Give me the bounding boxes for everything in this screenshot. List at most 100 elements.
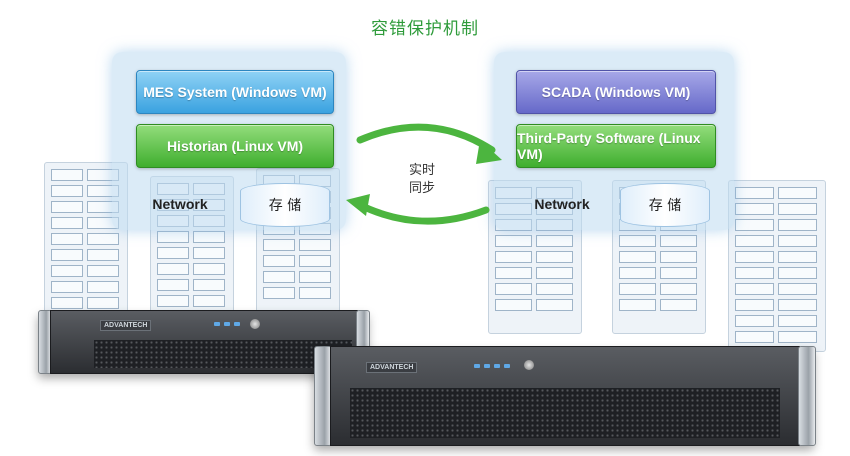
rack-drive-bay: [495, 235, 532, 247]
rack-drive-bay: [778, 267, 817, 279]
rack-drive-bay: [735, 331, 774, 343]
rack-drive-bay: [263, 239, 295, 251]
rack-drive-bay: [778, 187, 817, 199]
rack-drive-bay: [619, 251, 656, 263]
rack-drive-bay: [660, 267, 697, 279]
rack-drive-bay: [660, 283, 697, 295]
rack-drive-bay: [735, 219, 774, 231]
rack-drive-bay: [299, 239, 331, 251]
rack-drive-bay: [193, 279, 225, 291]
right-storage-cylinder: 存 储: [620, 183, 710, 227]
rack-drive-bay: [778, 299, 817, 311]
rack-drive-bay: [87, 281, 119, 293]
rack-drive-bay: [87, 249, 119, 261]
rack-drive-bay: [619, 267, 656, 279]
rack-drive-bay: [536, 267, 573, 279]
rack-drive-bay: [299, 287, 331, 299]
server-right-led-1: [474, 364, 480, 368]
rack-drive-bay: [263, 271, 295, 283]
right-storage-label: 存 储: [648, 198, 682, 214]
rack-drive-bay: [193, 295, 225, 307]
sync-arrow-bottom: [354, 200, 490, 225]
server-left-led-2: [224, 322, 230, 326]
rack-drive-bay: [51, 265, 83, 277]
rack-drive-bay: [660, 235, 697, 247]
right-vm-scada: SCADA (Windows VM): [516, 70, 716, 114]
server-right-brand: ADVANTECH: [366, 362, 418, 373]
rack-drive-bay: [157, 231, 189, 243]
rack-right-3: [728, 180, 826, 352]
rack-drive-bay: [495, 283, 532, 295]
rack-drive-bay: [660, 251, 697, 263]
rack-drive-bay: [495, 299, 532, 311]
rack-drive-bay: [778, 283, 817, 295]
rack-drive-bay: [619, 235, 656, 247]
rack-drive-bay: [87, 233, 119, 245]
rack-drive-bay: [778, 331, 817, 343]
rack-drive-bay: [619, 299, 656, 311]
sync-label-line1: 实时: [408, 163, 435, 178]
rack-drive-bay: [735, 235, 774, 247]
right-vm-thirdparty-label: Third-Party Software (Linux VM): [517, 130, 701, 162]
server-right-led-2: [484, 364, 490, 368]
rack-drive-bay: [51, 201, 83, 213]
rack-drive-bay: [51, 185, 83, 197]
server-left-led-1: [214, 322, 220, 326]
rack-drive-bay: [263, 255, 295, 267]
rack-drive-bay: [157, 247, 189, 259]
right-vm-scada-label: SCADA (Windows VM): [541, 84, 691, 100]
sync-arrow-top: [356, 123, 496, 154]
server-right-handle-right: [798, 346, 816, 446]
rack-drive-bay: [193, 263, 225, 275]
rack-drive-bay: [778, 251, 817, 263]
rack-drive-bay: [157, 279, 189, 291]
rack-drive-bay: [87, 265, 119, 277]
rack-drive-bay: [51, 297, 83, 309]
rack-drive-bay: [536, 251, 573, 263]
rack-drive-bay: [735, 203, 774, 215]
rack-drive-bay: [536, 235, 573, 247]
left-vm-mes-label: MES System (Windows VM): [143, 84, 327, 100]
server-left-led-3: [234, 322, 240, 326]
left-storage-cylinder: 存 储: [240, 183, 330, 227]
rack-drive-bay: [735, 251, 774, 263]
sync-arrow-bottom-head: [346, 194, 370, 216]
rack-drive-bay: [51, 281, 83, 293]
rack-drive-bay: [536, 283, 573, 295]
rack-drive-bay: [735, 187, 774, 199]
rack-drive-bay: [51, 249, 83, 261]
rack-drive-bay: [735, 267, 774, 279]
rack-drive-bay: [619, 283, 656, 295]
rack-drive-bay: [778, 203, 817, 215]
server-right: ADVANTECH: [314, 346, 816, 446]
server-right-led-3: [494, 364, 500, 368]
server-right-grille: [350, 388, 780, 438]
rack-drive-bay: [263, 287, 295, 299]
rack-drive-bay: [193, 231, 225, 243]
rack-drive-bay: [157, 263, 189, 275]
left-vm-historian-label: Historian (Linux VM): [166, 138, 304, 154]
rack-drive-bay: [778, 235, 817, 247]
rack-drive-bay: [51, 169, 83, 181]
server-right-led-4: [504, 364, 510, 368]
right-network-label: Network: [534, 196, 590, 212]
rack-drive-bay: [495, 267, 532, 279]
sync-label: 实时 同步: [392, 162, 452, 198]
rack-drive-bay: [735, 315, 774, 327]
rack-drive-bay: [51, 217, 83, 229]
rack-drive-bay: [536, 299, 573, 311]
rack-drive-bay: [660, 299, 697, 311]
left-storage-label: 存 储: [268, 198, 302, 214]
server-left-brand: ADVANTECH: [100, 320, 152, 331]
left-network-label: Network: [152, 196, 208, 212]
rack-drive-bay: [778, 219, 817, 231]
rack-drive-bay: [735, 299, 774, 311]
rack-drive-bay: [735, 283, 774, 295]
server-left-lock-icon: [250, 319, 260, 329]
right-vm-thirdparty: Third-Party Software (Linux VM): [516, 124, 716, 168]
server-right-lock-icon: [524, 360, 534, 370]
sync-label-line2: 同步: [408, 181, 435, 196]
left-vm-historian: Historian (Linux VM): [136, 124, 334, 168]
left-vm-mes: MES System (Windows VM): [136, 70, 334, 114]
diagram-title: 容错保护机制: [371, 19, 479, 39]
